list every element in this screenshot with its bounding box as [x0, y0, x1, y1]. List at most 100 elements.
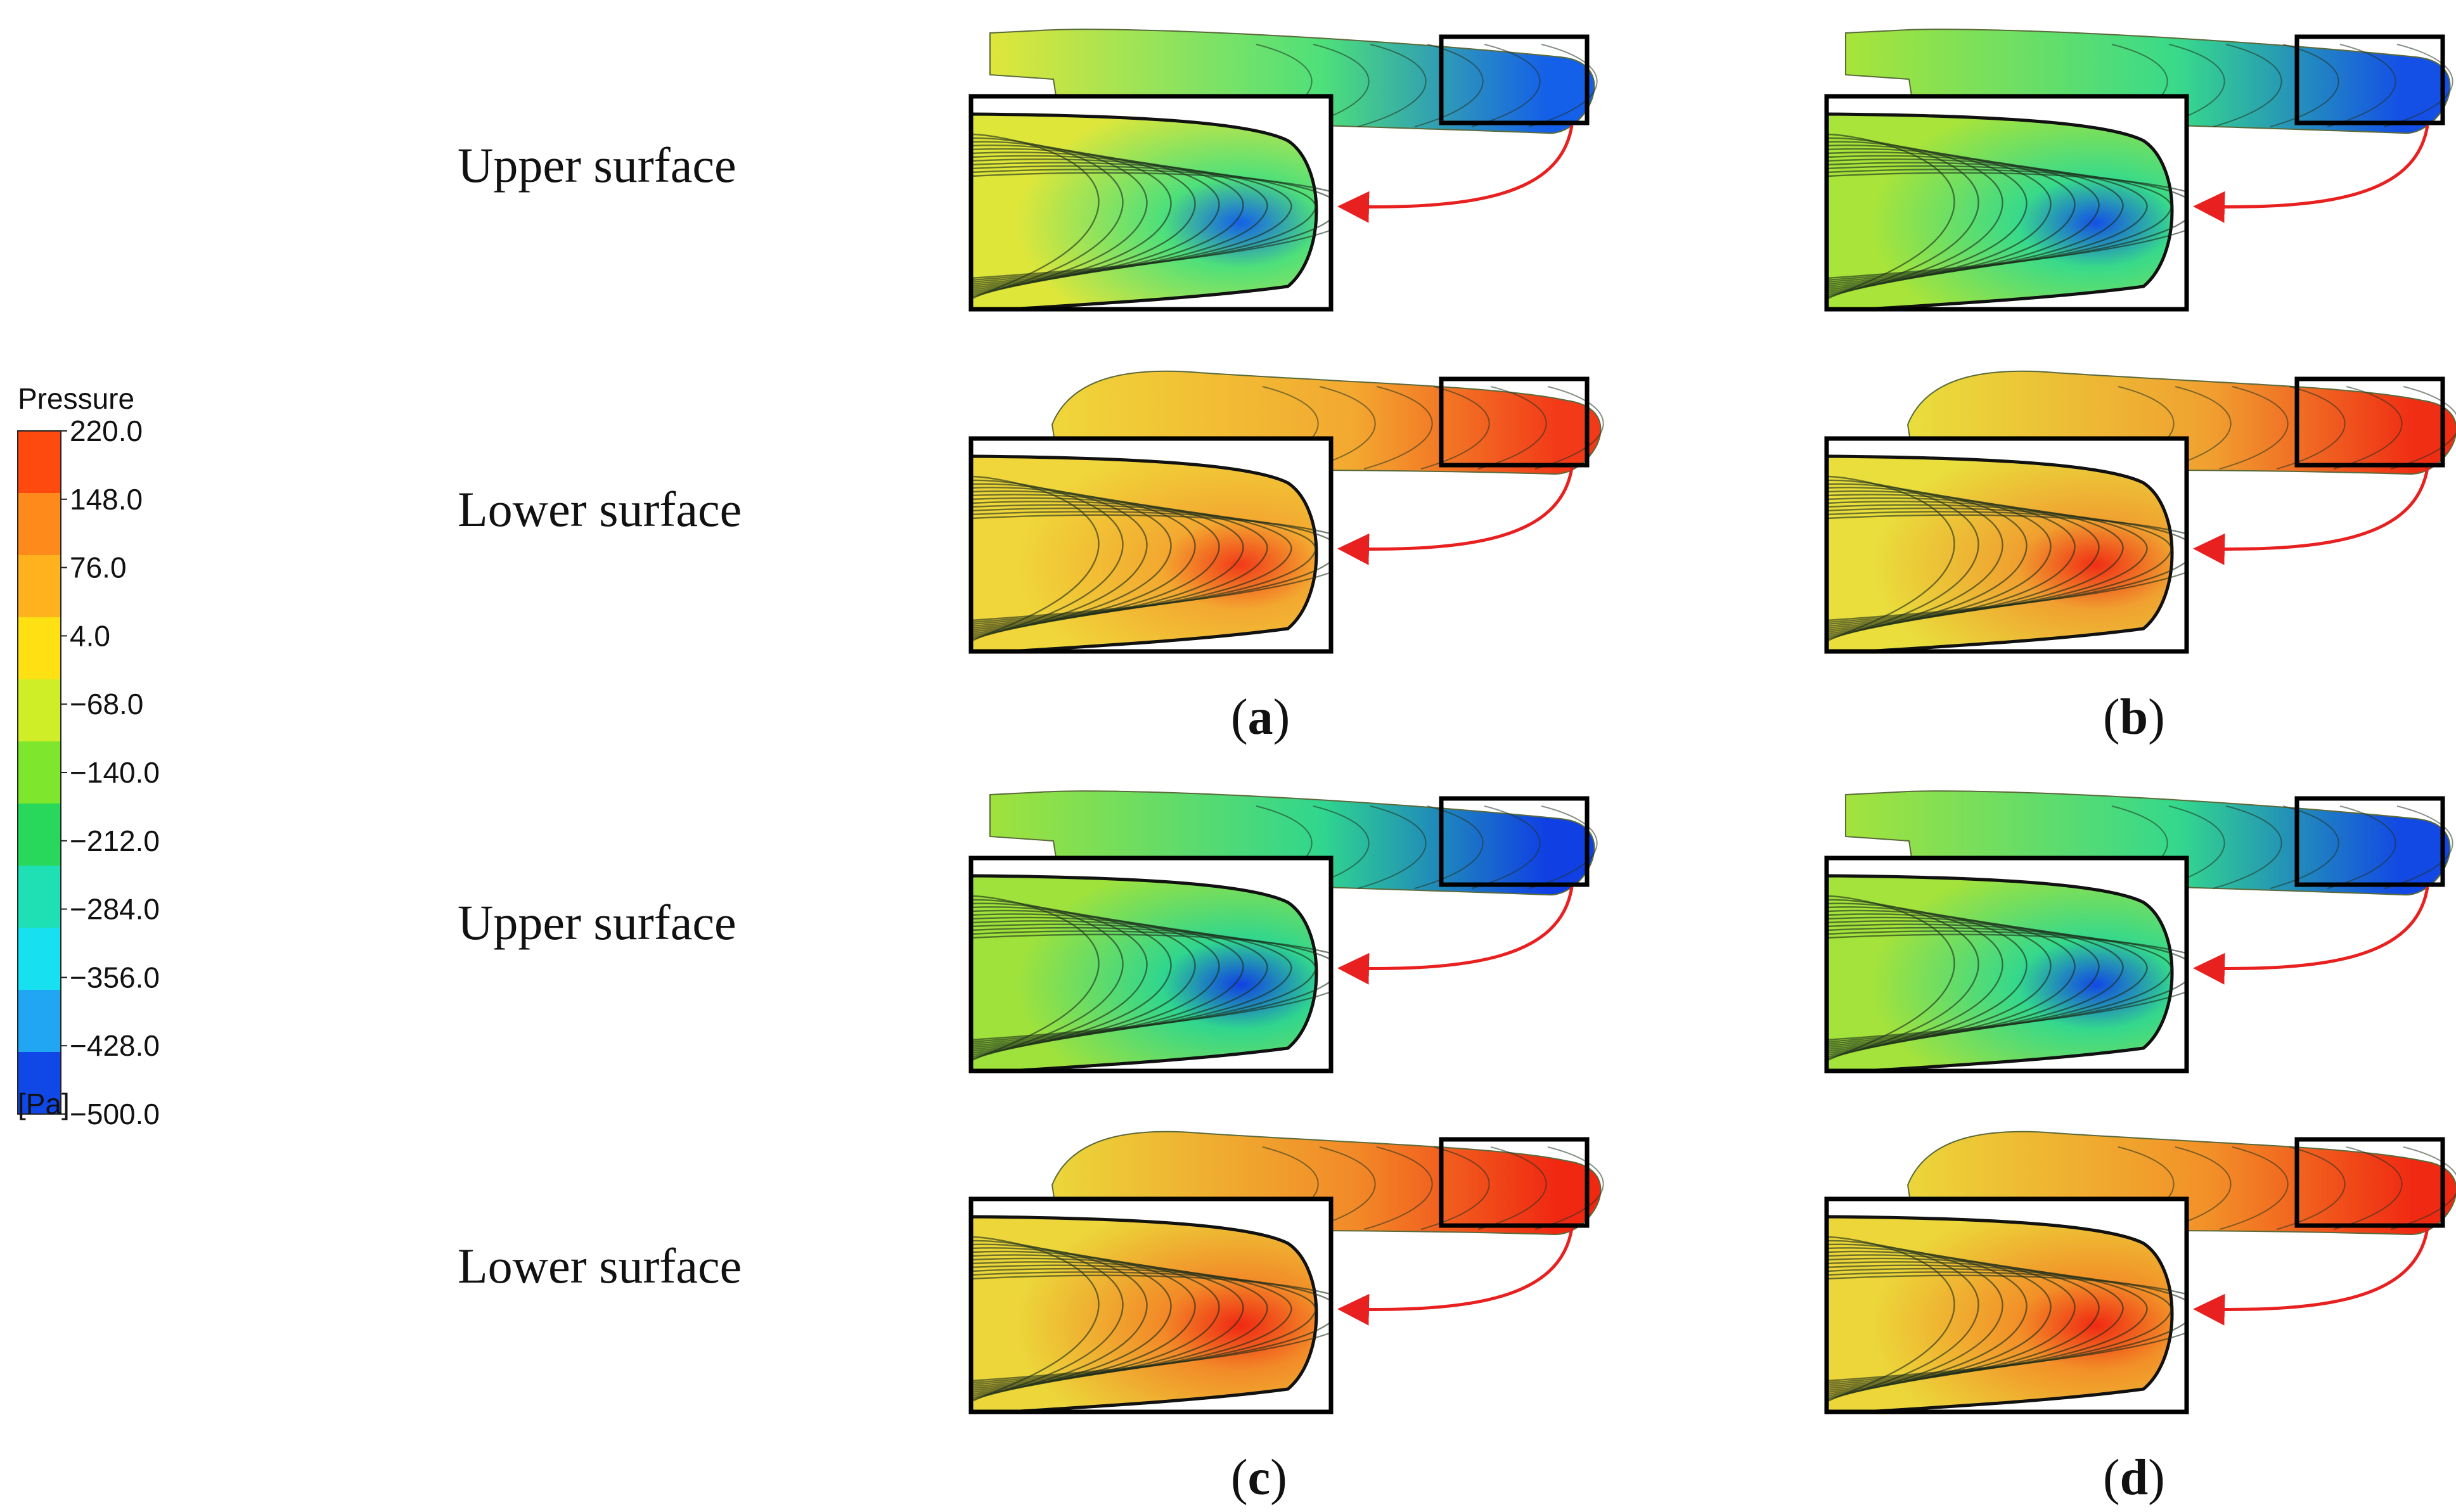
zoom-arrow	[1337, 1227, 1574, 1326]
zoom-region-box	[2294, 1137, 2445, 1228]
legend-swatch	[18, 804, 61, 866]
contour-line	[2162, 1146, 2232, 1230]
inset-frame	[1824, 94, 2189, 312]
contour-line	[2327, 44, 2396, 127]
panel-a-upper	[968, 29, 1598, 312]
contour-line	[2270, 44, 2339, 127]
panel-c-upper	[968, 790, 1598, 1073]
zoom-region-box	[1439, 796, 1590, 887]
zoom-region-box	[1439, 34, 1590, 125]
caption-c: (c)	[1231, 1450, 1287, 1506]
row-label-lower-2: Lower surface	[458, 1238, 742, 1293]
contour-line	[1357, 805, 1427, 889]
contour-line	[2219, 1146, 2289, 1230]
legend-swatch	[18, 617, 61, 679]
legend-tick-label: −68.0	[70, 688, 143, 721]
legend-tick-label: −284.0	[70, 893, 160, 926]
contour-line	[2162, 386, 2232, 470]
panel-b-lower	[1824, 370, 2456, 654]
inset-zoom	[971, 858, 1331, 1071]
panel-d-lower	[1824, 1131, 2456, 1414]
contour-line	[1414, 44, 1484, 127]
contour-line	[1471, 805, 1541, 889]
panel-c-lower	[968, 1131, 1604, 1414]
contour-line	[2384, 44, 2453, 127]
caption-a: (a)	[1231, 689, 1290, 745]
legend-swatch	[18, 741, 61, 804]
contour-line	[2390, 386, 2456, 470]
legend-swatch	[18, 493, 61, 555]
zoom-arrow	[2193, 125, 2429, 223]
legend-unit: [Pa]	[18, 1087, 70, 1120]
inset-zoom	[1827, 858, 2187, 1071]
inset-frame	[1824, 855, 2189, 1073]
legend-tick-label: 220.0	[70, 414, 143, 447]
contour-line	[1471, 44, 1541, 127]
zoom-region-box	[1439, 1137, 1590, 1228]
inset-contour-line	[1827, 172, 2187, 279]
row-label-upper-1: Upper surface	[458, 138, 736, 193]
inset-frame	[968, 855, 1334, 1073]
legend-tick-label: 76.0	[70, 551, 127, 584]
contour-line	[1420, 386, 1490, 470]
inset-contour-line	[1827, 1274, 2187, 1382]
zoom-arrow	[1337, 467, 1574, 565]
inset-contour-line	[971, 172, 1331, 279]
contour-line	[2333, 1146, 2403, 1230]
legend-title: Pressure	[18, 382, 134, 415]
contour-line	[2270, 805, 2339, 889]
inset-frame	[968, 436, 1334, 654]
contour-line	[1363, 1146, 1433, 1230]
contour-line	[1414, 805, 1484, 889]
panel-b-upper	[1824, 29, 2453, 312]
panel-a-lower	[968, 370, 1604, 654]
legend-swatch	[18, 431, 61, 493]
zoom-arrow	[1337, 887, 1574, 985]
inset-contour-line	[1827, 933, 2187, 1041]
legend-swatch	[18, 866, 61, 928]
inset-frame	[1824, 1196, 2189, 1414]
contour-line	[1357, 44, 1427, 127]
legend-swatch	[18, 928, 61, 990]
legend-tick-label: 148.0	[70, 483, 143, 516]
inset-zoom	[971, 1199, 1331, 1412]
legend-swatch	[18, 990, 61, 1052]
inset-zoom	[1827, 1199, 2187, 1412]
pressure-legend: Pressure 220.0148.076.04.0−68.0−140.0−21…	[17, 382, 160, 1131]
zoom-arrow	[2193, 467, 2429, 565]
zoom-arrow	[1337, 125, 1574, 223]
contour-line	[2276, 1146, 2346, 1230]
contour-line	[2327, 805, 2396, 889]
contour-line	[1534, 1146, 1604, 1230]
inset-frame	[968, 94, 1334, 312]
panel-d-upper	[1824, 790, 2453, 1073]
inset-contour-line	[971, 933, 1331, 1041]
inset-frame	[1824, 436, 2189, 654]
legend-tick-label: −140.0	[70, 756, 160, 789]
zoom-region-box	[2294, 34, 2445, 125]
inset-contour-line	[971, 514, 1331, 622]
contour-line	[1528, 44, 1598, 127]
zoom-region-box	[2294, 796, 2445, 887]
inset-contour-line	[1827, 514, 2187, 622]
contour-line	[1363, 386, 1433, 470]
zoom-arrow	[2193, 1227, 2429, 1326]
contour-line	[1477, 386, 1547, 470]
legend-swatch	[18, 1052, 61, 1114]
contour-line	[2213, 44, 2282, 127]
contour-line	[2384, 805, 2453, 889]
row-label-lower-1: Lower surface	[458, 482, 742, 537]
legend-tick-label: −356.0	[70, 961, 160, 994]
legend-swatch	[18, 555, 61, 617]
contour-line	[1306, 1146, 1376, 1230]
inset-zoom	[1827, 96, 2187, 309]
zoom-arrow	[2193, 887, 2429, 985]
caption-d: (d)	[2103, 1450, 2165, 1506]
contour-line	[2213, 805, 2282, 889]
panels-group	[968, 29, 2456, 1414]
zoom-region-box	[2294, 376, 2445, 468]
row-label-upper-2: Upper surface	[458, 895, 736, 950]
contour-line	[1306, 386, 1376, 470]
contour-line	[1534, 386, 1604, 470]
